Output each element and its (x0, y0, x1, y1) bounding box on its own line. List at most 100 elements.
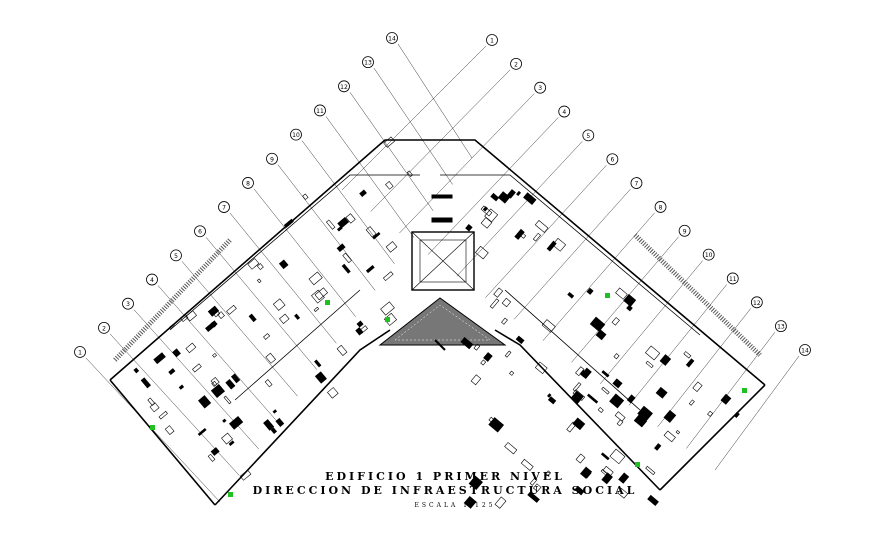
room-furniture (113, 136, 762, 509)
axis-line (485, 165, 607, 298)
furniture-block (602, 465, 614, 477)
furniture-block (228, 440, 235, 446)
furniture-block (468, 475, 483, 491)
furniture-block (506, 189, 516, 199)
axis-line (399, 93, 535, 234)
furniture-block (541, 319, 556, 333)
furniture-block (489, 298, 500, 309)
green-marker (635, 462, 640, 467)
axis-label: 4 (150, 277, 154, 284)
furniture-block (480, 217, 493, 229)
furniture-block (626, 304, 633, 312)
furniture-block (383, 312, 398, 326)
furniture-block (618, 472, 630, 484)
furniture-block (515, 335, 525, 345)
furniture-block (223, 395, 232, 405)
furniture-block (265, 352, 277, 364)
furniture-block (645, 360, 654, 369)
furniture-block (356, 320, 364, 328)
furniture-block (532, 483, 542, 492)
main-stair-triangle (378, 297, 507, 351)
furniture-block (497, 191, 511, 204)
furniture-block (600, 452, 610, 461)
furniture-block (272, 298, 286, 311)
furniture-block (645, 465, 656, 476)
axis-label: 14 (388, 36, 396, 43)
axis-line (397, 43, 473, 159)
furniture-block (572, 417, 586, 431)
furniture-block (575, 453, 586, 464)
axis-bubble (582, 129, 595, 142)
axis-bubble (726, 272, 739, 285)
axis-label: 2 (102, 325, 106, 332)
furniture-block (504, 350, 512, 358)
furniture-block (153, 352, 166, 365)
furniture-block (586, 393, 599, 404)
furniture-block (279, 313, 290, 324)
furniture-block (406, 170, 413, 177)
furniture-block (248, 313, 257, 323)
axis-line (229, 212, 337, 344)
axis-bubble (630, 177, 643, 189)
furniture-block (613, 353, 620, 360)
axis-label: 6 (610, 157, 614, 164)
furniture-block (482, 206, 488, 212)
axis-line (277, 164, 376, 291)
furniture-block (567, 291, 575, 299)
furniture-block (572, 389, 586, 401)
furniture-block (358, 325, 368, 335)
axis-bubble (654, 201, 667, 213)
furniture-block (683, 351, 692, 359)
furniture-block (654, 443, 662, 451)
axis-line (714, 355, 800, 471)
furniture-block (566, 421, 577, 433)
furniture-block (626, 394, 636, 404)
furniture-block (463, 495, 477, 509)
furniture-block (336, 225, 343, 232)
furniture-block (314, 371, 327, 384)
furniture-block (545, 470, 551, 477)
furniture-block (239, 469, 252, 481)
axis-label: 5 (586, 133, 590, 140)
axis-line (686, 332, 776, 449)
axis-line (341, 45, 487, 191)
axis-label: 4 (562, 109, 566, 116)
axis-label: 9 (270, 156, 274, 163)
furniture-block (488, 416, 498, 426)
axis-grid-lines (85, 43, 800, 503)
axis-bubble (194, 225, 206, 238)
green-marker (150, 425, 155, 430)
furniture-block (615, 287, 628, 300)
axis-bubble (486, 34, 498, 46)
furniture-block (385, 241, 398, 253)
furniture-block (612, 378, 623, 389)
green-marker (605, 293, 610, 298)
furniture-block (172, 348, 181, 358)
furniture-block (327, 387, 339, 399)
axis-label: 2 (514, 61, 518, 68)
furniture-block (480, 205, 493, 217)
furniture-block (272, 409, 278, 414)
green-marker (742, 388, 747, 393)
furniture-block (192, 363, 202, 373)
axis-bubble (146, 273, 158, 286)
furniture-block (212, 352, 217, 358)
furniture-block (380, 301, 395, 316)
furniture-block (198, 395, 212, 409)
axis-bubble (98, 321, 110, 334)
furniture-block (207, 453, 216, 462)
axis-bubble (510, 57, 522, 70)
furniture-block (133, 367, 140, 374)
furniture-block (270, 427, 278, 435)
furniture-block (600, 469, 610, 478)
furniture-block (534, 219, 549, 233)
furniture-block (470, 374, 482, 386)
furniture-block (230, 373, 241, 384)
furniture-block (225, 379, 236, 390)
furniture-block (359, 189, 367, 198)
axis-label: 8 (659, 204, 663, 211)
axis-label: 10 (292, 132, 300, 139)
green-marker (325, 300, 330, 305)
axis-bubble (750, 296, 763, 309)
